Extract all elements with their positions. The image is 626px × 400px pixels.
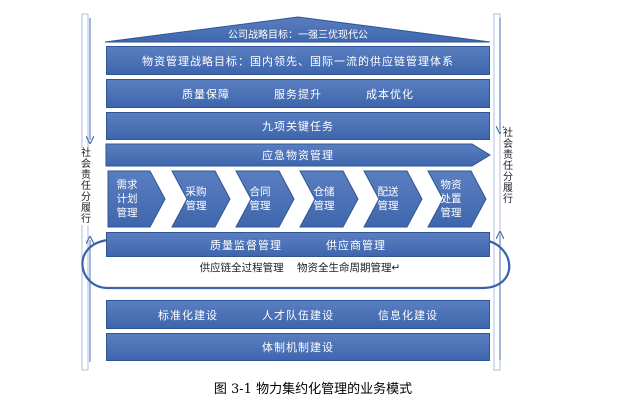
chevron-4: [299, 170, 359, 228]
emergency-arrow: [105, 143, 491, 167]
step-storage-label: 仓储管理: [313, 186, 335, 212]
figure-caption: 图 3-1 物力集约化管理的业务模式: [213, 382, 413, 397]
right-side-label: 社会责任分履行: [501, 128, 515, 205]
goals-bar: 质量保障 服务提升 成本优化: [106, 79, 490, 108]
chevron-5: [363, 170, 423, 228]
step-demand-label: 需求计划管理: [116, 179, 138, 219]
construction-bar: 标准化建设 人才队伍建设 信息化建设: [106, 300, 490, 329]
emergency-label: 应急物资管理: [262, 149, 334, 162]
goal-cost: 成本优化: [366, 87, 414, 101]
step-delivery-label: 配送管理: [377, 186, 399, 212]
left-side-label: 社会责任分履行: [79, 148, 93, 225]
supplier-management: 供应商管理: [326, 238, 386, 252]
lifecycle-loop: [81, 238, 511, 290]
roof-label: 公司战略目标：一强三优现代公: [228, 30, 368, 41]
step-purchase-label: 采购管理: [185, 186, 207, 212]
chevron-2: [171, 170, 231, 228]
goal-service: 服务提升: [274, 87, 322, 101]
lifecycle-text: 供应链全过程管理 物资全生命周期管理↵: [199, 262, 401, 274]
chevron-3: [235, 170, 295, 228]
chevron-1: [107, 170, 166, 228]
goal-quality: 质量保障: [182, 87, 230, 101]
right-pillar: [493, 13, 501, 371]
talent-team: 人才队伍建设: [262, 308, 334, 322]
supervision-bar: 质量监督管理 供应商管理: [106, 232, 490, 257]
informatization: 信息化建设: [378, 308, 438, 322]
roof-shape: [104, 16, 491, 43]
process-chevrons: [107, 170, 487, 228]
key-tasks-bar: 九项关键任务: [106, 112, 490, 140]
standardization: 标准化建设: [158, 308, 218, 322]
step-disposal-label: 物资处置管理: [440, 179, 462, 219]
chevron-6: [427, 170, 487, 228]
quality-supervision: 质量监督管理: [210, 238, 282, 252]
institution-bar: 体制机制建设: [106, 333, 490, 361]
strategy-bar: 物资管理战略目标：国内领先、国际一流的供应链管理体系: [106, 46, 490, 75]
step-contract-label: 合同管理: [249, 186, 271, 212]
